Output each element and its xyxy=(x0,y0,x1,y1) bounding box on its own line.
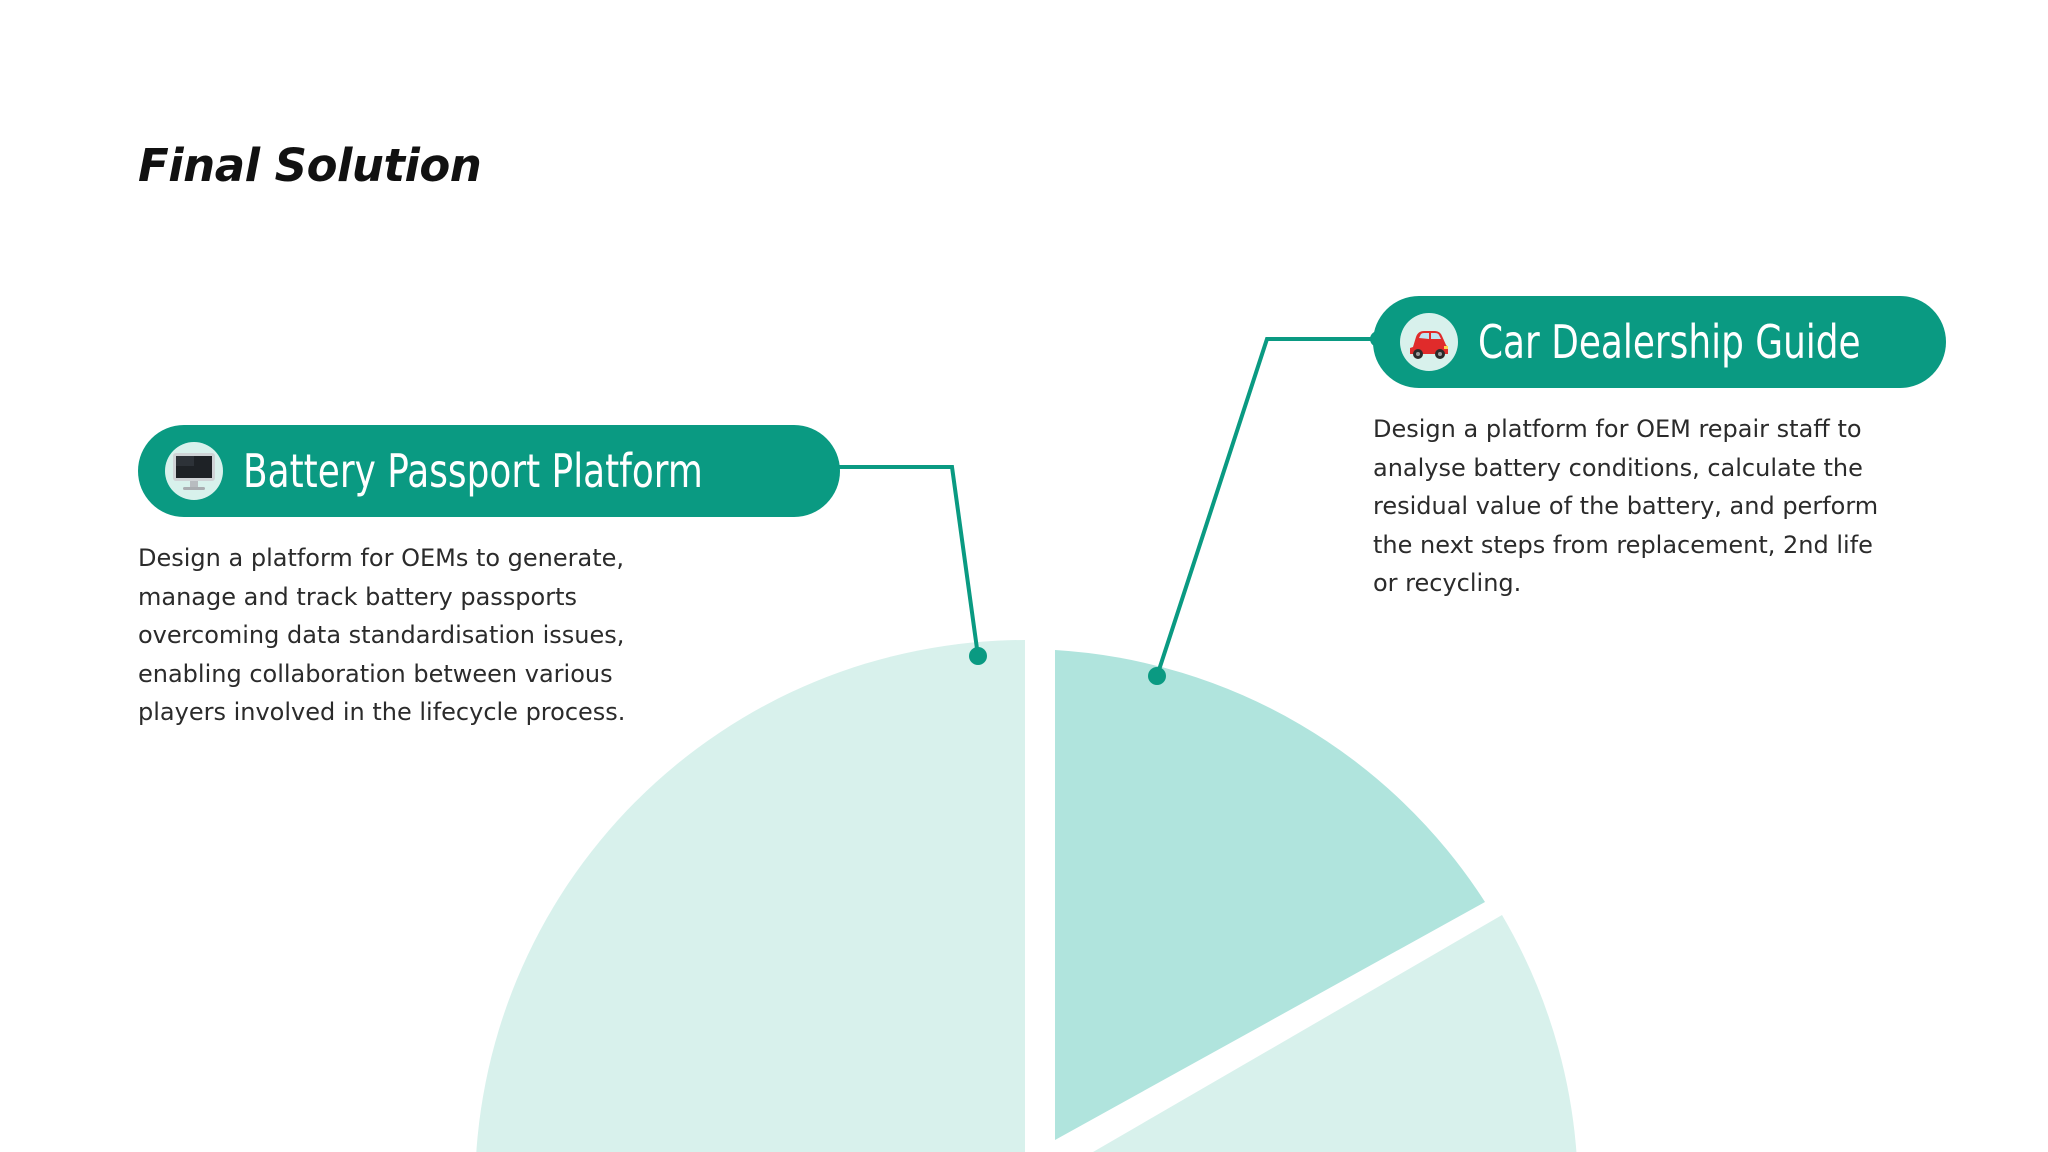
battery-passport-title: Battery Passport Platform xyxy=(243,444,703,498)
page-title: Final Solution xyxy=(138,139,482,192)
connector-dot-battery-passport xyxy=(969,647,987,665)
car-dealership-description: Design a platform for OEM repair staff t… xyxy=(1373,415,1879,597)
battery-passport-description: Design a platform for OEMs to generate, … xyxy=(138,544,626,726)
battery-passport-pill: Battery Passport Platform xyxy=(138,425,840,517)
car-dealership-pill: Car Dealership Guide xyxy=(1373,296,1946,388)
pie-slice-battery-passport xyxy=(476,640,1025,1152)
car-dealership-title: Car Dealership Guide xyxy=(1478,315,1861,369)
computer-monitor-icon xyxy=(165,442,223,500)
pie-slice-car-dealership xyxy=(1055,650,1485,1140)
red-car-icon xyxy=(1400,313,1458,371)
connector-line-car-dealership xyxy=(1155,337,1378,677)
pie-slice-other xyxy=(1093,915,1577,1152)
connector-line-battery-passport xyxy=(835,465,980,657)
connector-dot-car-dealership xyxy=(1148,667,1166,685)
